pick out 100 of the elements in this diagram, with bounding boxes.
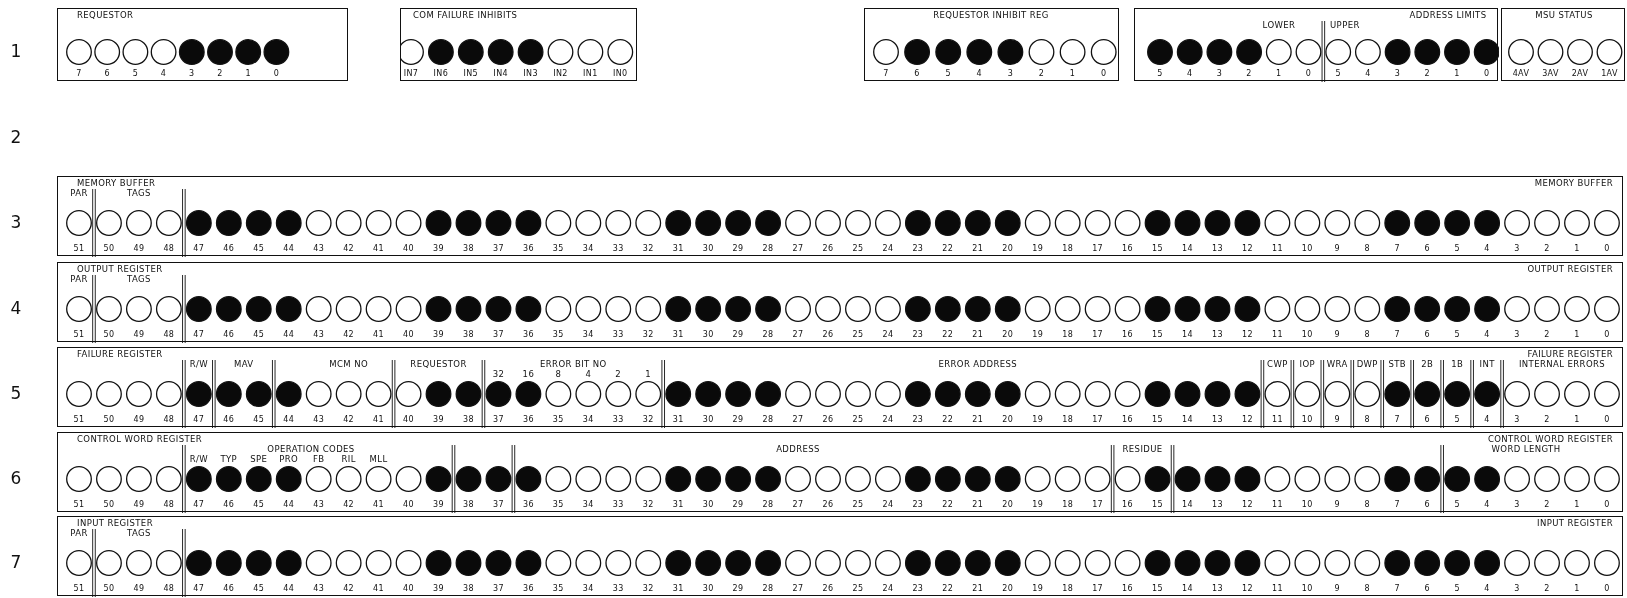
bit-number: 22 [942,500,954,510]
panel-label: INPUT REGISTER [1537,518,1613,528]
bit-number: 41 [373,330,385,340]
bit-number: 30 [702,244,714,254]
bit-number: 40 [403,584,415,594]
bit-number: 24 [882,330,894,340]
panel-label: ERROR BIT NO [540,359,607,369]
bit-number: 27 [792,500,804,510]
bit-number: 16 [1122,584,1134,594]
bit-number: 35 [552,330,564,340]
register-panel [1134,8,1498,81]
bit-number: 17 [1092,584,1104,594]
bit-number: 31 [672,330,684,340]
register-panel [57,262,1623,342]
bit-number: 36 [522,500,534,510]
bit-number: 51 [73,244,85,254]
bit-number: 5 [1454,330,1460,340]
bit-number: 6 [1424,244,1430,254]
bit-number: 24 [882,415,894,425]
bit-number: 29 [732,584,744,594]
bit-number: 2 [1038,69,1045,79]
panel-label: REQUESTOR [77,10,134,20]
bit-number: 42 [343,244,355,254]
bit-number: 27 [792,330,804,340]
bit-number: IN3 [523,69,538,79]
bit-number: 32 [642,584,654,594]
bit-number: 15 [1152,244,1164,254]
bit-number: 22 [942,330,954,340]
panel-label: WRA [1326,359,1348,369]
bit-number: 36 [522,584,534,594]
bit-number: 18 [1062,415,1074,425]
bit-number: 40 [403,415,415,425]
row-number: 4 [10,298,22,318]
bit-number: 39 [433,244,444,254]
bit-number: 0 [1100,69,1107,79]
panel-label: LOWER [1262,20,1296,30]
bit-number: 4 [1186,69,1193,79]
bit-number: 20 [1002,244,1014,254]
bit-number: 24 [882,500,894,510]
panel-label: OPERATION CODES [267,444,355,454]
bit-number: 22 [942,415,954,425]
bit-number: 47 [193,330,205,340]
panel-label: INTERNAL ERRORS [1518,359,1606,369]
bit-number: 0 [1604,415,1610,425]
panel-label: MSU STATUS [1535,10,1593,20]
bit-number: 2AV [1571,69,1589,79]
bit-number: 21 [972,415,984,425]
panel-label: R/W [189,359,208,369]
panel-label: MAV [233,359,254,369]
panel-label: CONTROL WORD REGISTER [1487,434,1613,444]
bit-number: 47 [193,584,205,594]
bit-number: 31 [672,415,684,425]
bit-number: 0 [273,69,280,79]
bit-number: IN4 [493,69,508,79]
bit-number: 25 [852,584,864,594]
bit-number: 31 [672,500,684,510]
bit-number: 9 [1334,500,1341,510]
bit-number: 23 [912,415,924,425]
bit-number: 2 [1424,69,1431,79]
bit-number: 1 [1574,500,1580,510]
panel-label: WORD LENGTH [1491,444,1561,454]
panel-label: 16 [522,369,535,379]
bit-number: IN0 [613,69,628,79]
bit-number: 5 [1454,244,1460,254]
bit-number: 44 [283,500,295,510]
bit-number: 46 [223,330,235,340]
bit-number: 50 [103,330,115,340]
bit-number: 10 [1301,415,1313,425]
bit-number: 34 [582,244,594,254]
row-number: 2 [10,127,22,147]
bit-number: 0 [1305,69,1312,79]
bit-number: 42 [343,330,355,340]
bit-number: 35 [552,584,564,594]
bit-number: 48 [163,330,175,340]
bit-number: 6 [1424,330,1430,340]
bit-number: 22 [942,584,954,594]
bit-number: 31 [672,244,684,254]
panel-label: TAGS [127,188,151,198]
bit-number: 21 [972,584,984,594]
bit-number: 21 [972,244,984,254]
bit-number: 4 [1484,330,1490,340]
bit-number: 23 [912,244,924,254]
bit-number: 32 [642,244,654,254]
bit-number: 17 [1092,244,1104,254]
bit-number: IN7 [403,69,419,79]
bit-number: 7 [1394,330,1400,340]
bit-number: 37 [492,584,504,594]
register-panel [57,432,1623,512]
bit-number: 23 [912,584,924,594]
panel-label: 2B [1421,359,1434,369]
panel-label: REQUESTOR [410,359,467,369]
bit-number: 24 [882,244,894,254]
bit-number: 29 [732,330,744,340]
bit-number: 27 [792,415,804,425]
bit-number: 13 [1212,415,1223,425]
bit-number: 49 [133,244,145,254]
bit-number: 38 [463,500,474,510]
bit-number: 2 [1544,584,1550,594]
bit-number: 2 [1544,415,1550,425]
bit-number: 38 [463,330,474,340]
